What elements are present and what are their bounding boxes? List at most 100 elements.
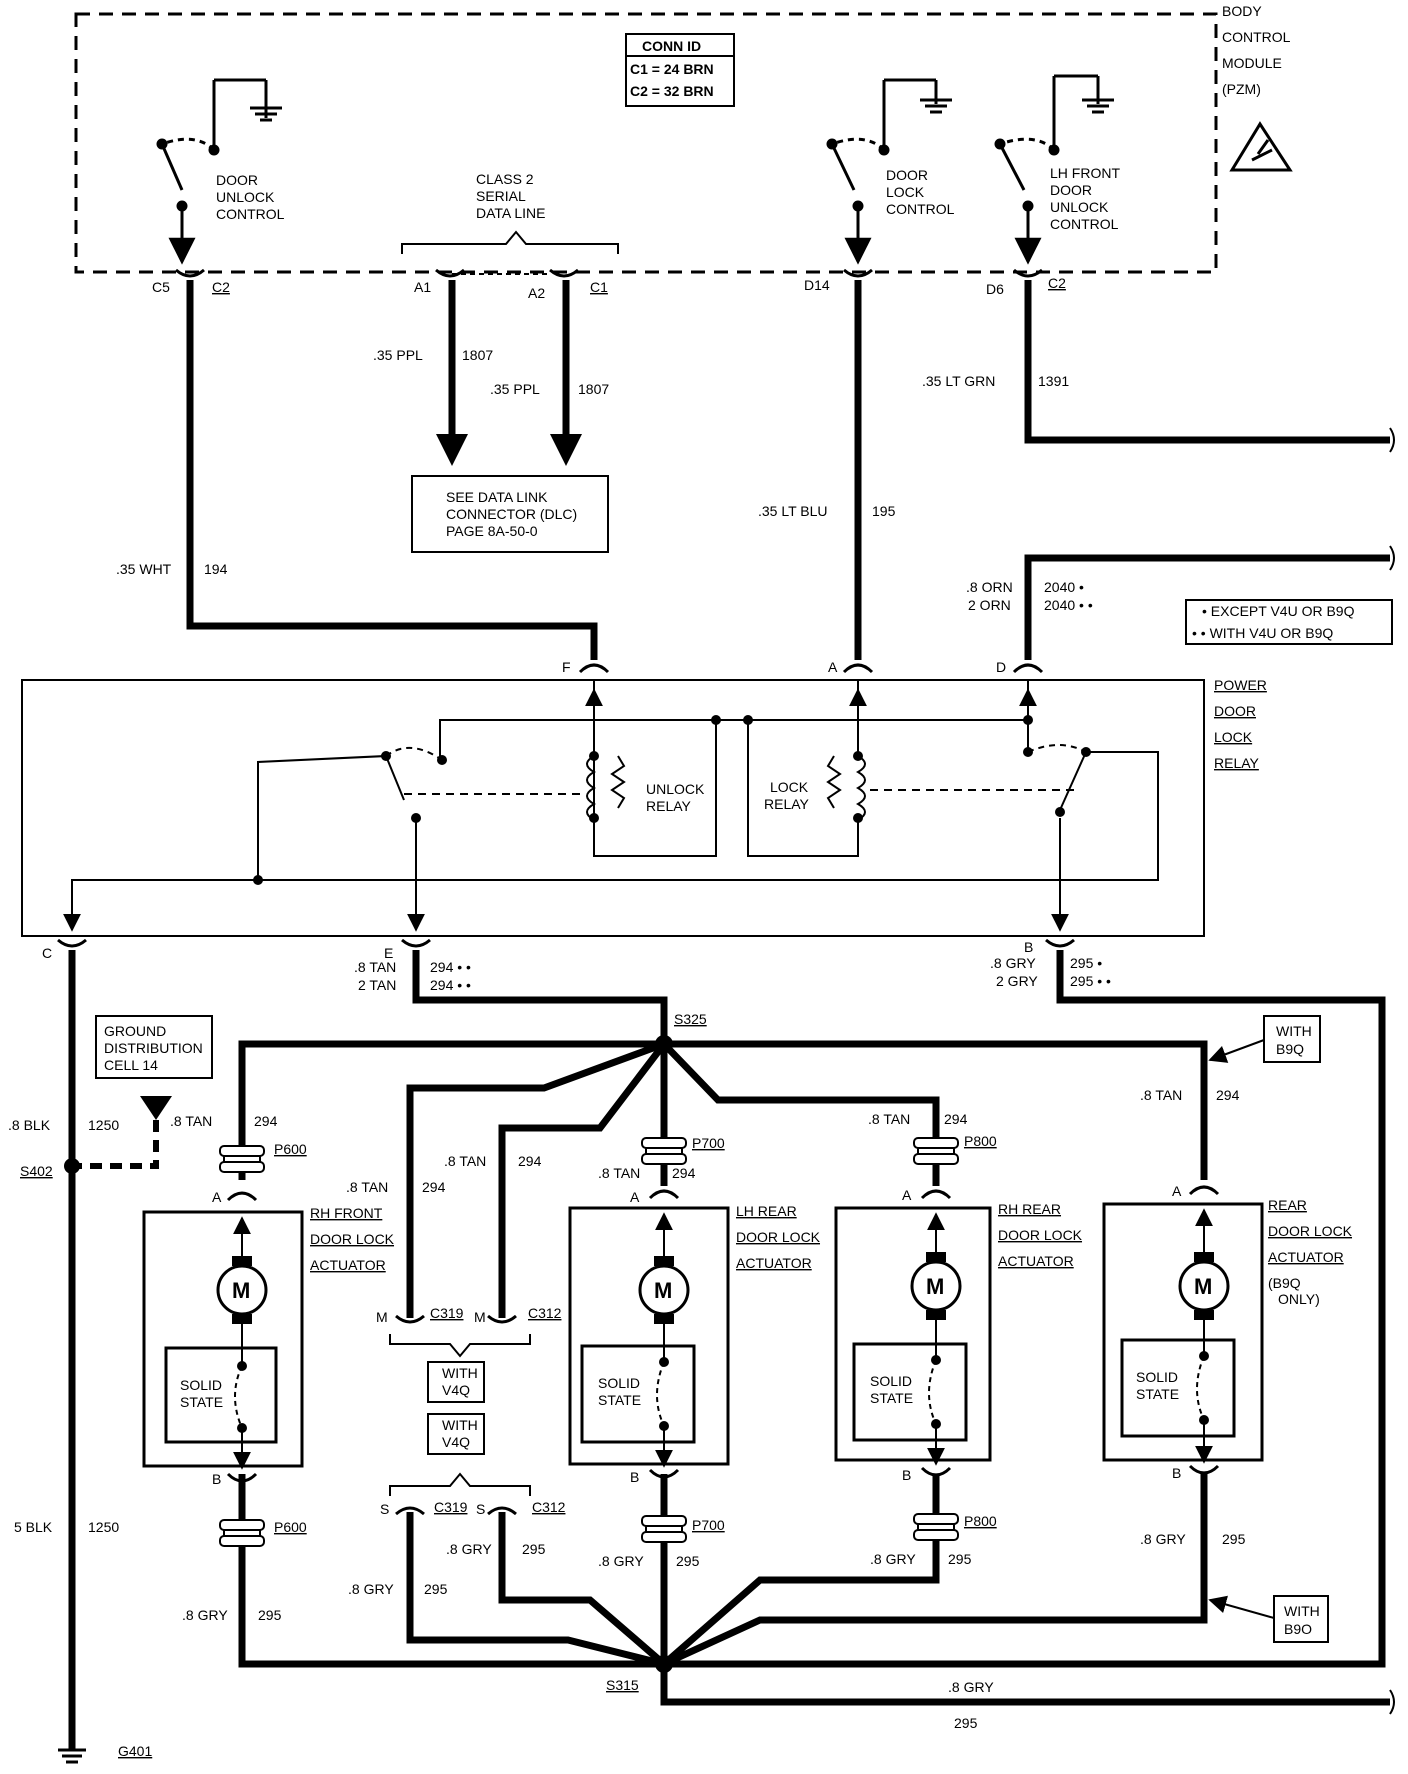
relay-connector-pins bbox=[57, 663, 1075, 948]
wire-breaks bbox=[1389, 427, 1395, 571]
wire-arrows bbox=[436, 434, 582, 466]
lbl-rear-gry: .8 GRY bbox=[1140, 1531, 1186, 1547]
ground-g401 bbox=[58, 1748, 86, 1764]
lh-front-label-3: UNLOCK bbox=[1050, 199, 1109, 215]
wire-194-color: .35 WHT bbox=[116, 561, 172, 577]
conn-id-c2: C2 = 32 BRN bbox=[630, 83, 714, 99]
rh-rear-actuator: M SOLID STATE bbox=[834, 1206, 992, 1466]
lh-front-label-4: CONTROL bbox=[1050, 216, 1119, 232]
lhr-motor-icon: M bbox=[654, 1278, 672, 1303]
pin-c5: C5 bbox=[152, 279, 170, 295]
lh-front-label-2: DOOR bbox=[1050, 182, 1092, 198]
lbl-c312-295: 295 bbox=[522, 1541, 546, 1557]
lhr-label-3: ACTUATOR bbox=[736, 1255, 812, 1271]
inline-connectors bbox=[219, 1137, 959, 1547]
c312-label-bottom: C312 bbox=[532, 1499, 566, 1515]
c319-pin-s: S bbox=[380, 1501, 389, 1517]
dlc-line-1: SEE DATA LINK bbox=[446, 489, 548, 505]
dlc-line-3: PAGE 8A-50-0 bbox=[446, 523, 538, 539]
lbl-c319-295: 295 bbox=[424, 1581, 448, 1597]
p700-bottom-label: P700 bbox=[692, 1517, 725, 1533]
lh-rear-actuator: M SOLID STATE bbox=[568, 1206, 730, 1468]
wire-2040-num-2: 2040 • • bbox=[1044, 597, 1093, 613]
rear-label-3: ACTUATOR bbox=[1268, 1249, 1344, 1265]
rhr-label-3: ACTUATOR bbox=[998, 1253, 1074, 1269]
relay-label-3: LOCK bbox=[1214, 729, 1253, 745]
wire-1391-num: 1391 bbox=[1038, 373, 1069, 389]
wire-2040 bbox=[1024, 554, 1390, 660]
splice-s325-dot bbox=[655, 1035, 673, 1053]
ground-symbol-unlock bbox=[250, 100, 282, 122]
lbl-lhr-294: 294 bbox=[672, 1165, 696, 1181]
lbl-out-295: 295 bbox=[954, 1715, 978, 1731]
with-b9q-box: WITH B9Q bbox=[1208, 1015, 1321, 1063]
lower-wires bbox=[68, 950, 1390, 1750]
rear-actuator: M SOLID STATE bbox=[1102, 1202, 1264, 1464]
lbl-c312-tan: .8 TAN bbox=[444, 1153, 486, 1169]
wire-295-main bbox=[664, 950, 1386, 1668]
relay-pin-e: E bbox=[384, 945, 393, 961]
top-wires bbox=[186, 280, 1390, 660]
rhf-motor-icon: M bbox=[232, 1278, 250, 1303]
splice-s315-dot bbox=[655, 1655, 673, 1673]
relay-pin-d: D bbox=[996, 659, 1006, 675]
c312-pin-m: M bbox=[474, 1309, 486, 1325]
relay-label-4: RELAY bbox=[1214, 755, 1260, 771]
p800-top-label: P800 bbox=[964, 1133, 997, 1149]
c319-label-bottom: C319 bbox=[434, 1499, 468, 1515]
door-unlock-control-switch bbox=[156, 78, 268, 265]
esd-warning-icon bbox=[1229, 121, 1293, 172]
ground-cell-line-1: GROUND bbox=[104, 1023, 166, 1039]
option-legend: • EXCEPT V4U OR B9Q • • WITH V4U OR B9Q bbox=[1185, 599, 1393, 645]
lbl-rhf-294: 294 bbox=[254, 1113, 278, 1129]
pin-c2-left: C2 bbox=[212, 279, 230, 295]
rhf-label-1: RH FRONT bbox=[310, 1205, 383, 1221]
rhr-pin-a: A bbox=[902, 1187, 912, 1203]
wire-194 bbox=[186, 280, 598, 660]
pin-c1: C1 bbox=[590, 279, 608, 295]
rhf-label-2: DOOR LOCK bbox=[310, 1231, 395, 1247]
lbl-rear-295: 295 bbox=[1222, 1531, 1246, 1547]
lbl-rhr-295: 295 bbox=[948, 1551, 972, 1567]
door-unlock-label-2: UNLOCK bbox=[216, 189, 275, 205]
rhf-label-3: ACTUATOR bbox=[310, 1257, 386, 1273]
with-v4q-box-2: WITH V4Q bbox=[427, 1413, 485, 1455]
rear-label-1: REAR bbox=[1268, 1197, 1307, 1213]
wire-295b-color-1: .8 GRY bbox=[990, 955, 1036, 971]
door-unlock-label-3: CONTROL bbox=[216, 206, 285, 222]
bcm-label-2: CONTROL bbox=[1222, 29, 1291, 45]
relay-pin-c: C bbox=[42, 945, 52, 961]
wire-295b-num-2: 295 • • bbox=[1070, 973, 1111, 989]
wire-1250a-num: 1250 bbox=[88, 1117, 119, 1133]
lbl-lhr-295: 295 bbox=[676, 1553, 700, 1569]
wire-2040-num-1: 2040 • bbox=[1044, 579, 1084, 595]
rhr-label-2: DOOR LOCK bbox=[998, 1227, 1083, 1243]
c319-label-top: C319 bbox=[430, 1305, 464, 1321]
relay-pin-f: F bbox=[562, 659, 571, 675]
rear-pin-a: A bbox=[1172, 1183, 1182, 1199]
lbl-c319-gry: .8 GRY bbox=[348, 1581, 394, 1597]
unlock-relay-label-1: UNLOCK bbox=[646, 781, 705, 797]
lbl-rhf-295: 295 bbox=[258, 1607, 282, 1623]
door-lock-label-3: CONTROL bbox=[886, 201, 955, 217]
rear-solid-state-1: SOLID bbox=[1136, 1369, 1178, 1385]
with-b9q-line-1: WITH bbox=[1276, 1023, 1312, 1039]
splice-s402-label: S402 bbox=[20, 1163, 53, 1179]
dlc-reference-box: SEE DATA LINK CONNECTOR (DLC) PAGE 8A-50… bbox=[411, 475, 609, 553]
ground-cell-line-3: CELL 14 bbox=[104, 1057, 158, 1073]
conn-id-title: CONN ID bbox=[642, 38, 701, 54]
with-v4q-2-line-1: WITH bbox=[442, 1417, 478, 1433]
p700-top-label: P700 bbox=[692, 1135, 725, 1151]
legend-line-1: • EXCEPT V4U OR B9Q bbox=[1202, 603, 1355, 619]
relay-label-1: POWER bbox=[1214, 677, 1267, 693]
c319-pin-m: M bbox=[376, 1309, 388, 1325]
with-v4q-1-line-1: WITH bbox=[442, 1365, 478, 1381]
lhr-label-2: DOOR LOCK bbox=[736, 1229, 821, 1245]
rhf-pin-b: B bbox=[212, 1471, 221, 1487]
wire-1250a-color: .8 BLK bbox=[8, 1117, 51, 1133]
wire-294e-num-2: 294 • • bbox=[430, 977, 471, 993]
bcm-label-3: MODULE bbox=[1222, 55, 1282, 71]
rear-solid-state-2: STATE bbox=[1136, 1386, 1179, 1402]
class2-brace bbox=[401, 230, 619, 254]
with-b9o-line-2: B9O bbox=[1284, 1621, 1312, 1637]
